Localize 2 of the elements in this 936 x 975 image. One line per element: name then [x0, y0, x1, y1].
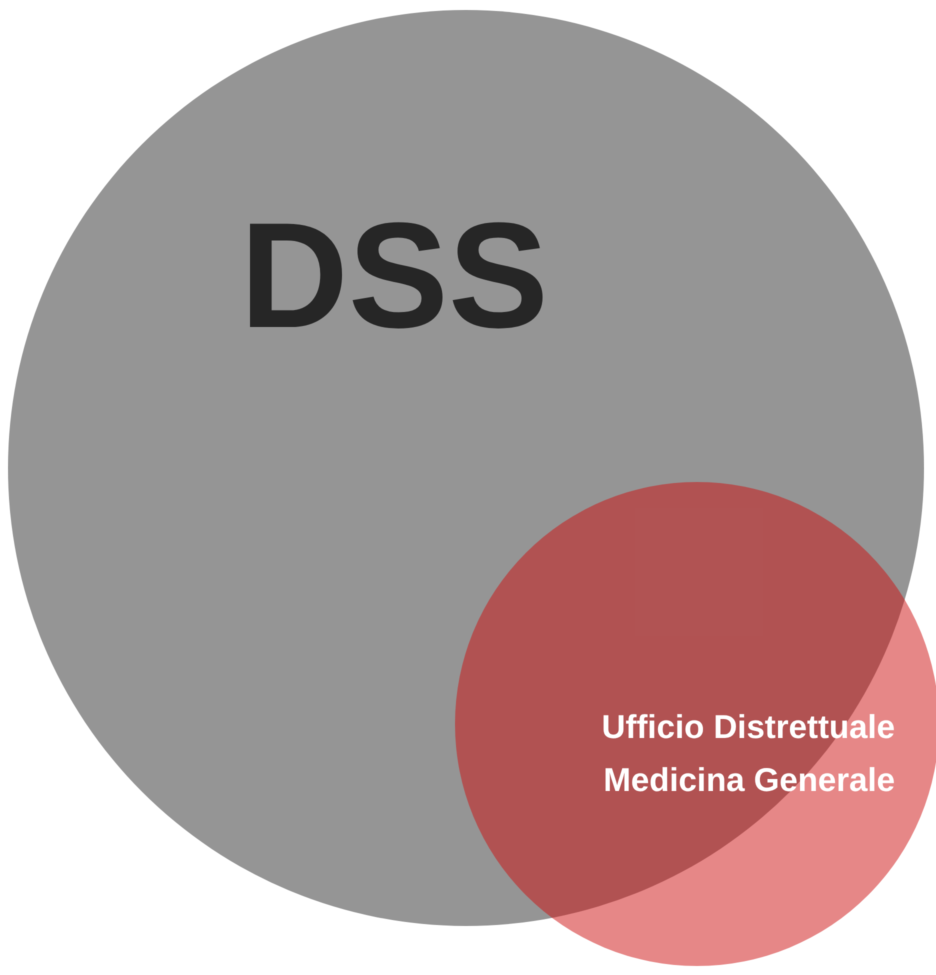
- circle-label: DSS: [240, 200, 548, 350]
- circle-label: Ufficio Distrettuale Medicina Generale: [600, 707, 895, 800]
